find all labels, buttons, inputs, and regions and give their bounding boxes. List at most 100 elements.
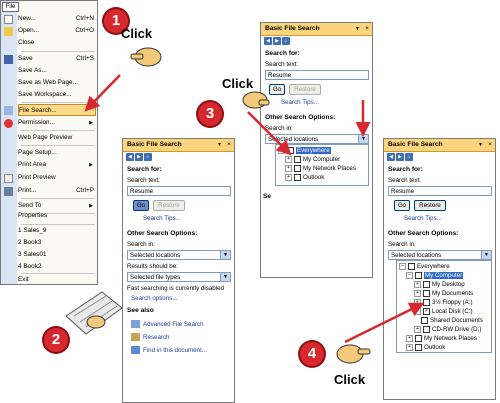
tree-item-cd-drive[interactable]: +CD-RW Drive (D:) bbox=[414, 325, 481, 334]
chevron-down-icon[interactable]: ▼ bbox=[220, 273, 230, 281]
menu-item-save-as-web[interactable]: Save as Web Page... bbox=[18, 79, 78, 86]
advanced-search-link[interactable]: Advanced File Search bbox=[143, 321, 204, 328]
tree-item-my-desktop[interactable]: +My Desktop bbox=[414, 280, 465, 289]
partial-see-also: Se bbox=[263, 193, 272, 200]
close-icon[interactable]: × bbox=[365, 25, 369, 32]
chevron-down-icon[interactable]: ▼ bbox=[220, 251, 230, 259]
find-icon bbox=[131, 346, 140, 354]
home-icon[interactable]: ⌂ bbox=[144, 153, 152, 161]
search-text-label: Search text: bbox=[127, 177, 161, 184]
menu-item-recent-2[interactable]: 2 Book3 bbox=[18, 239, 42, 246]
menu-item-recent-4[interactable]: 4 Book2 bbox=[18, 263, 42, 270]
tree-item-everywhere[interactable]: −Everywhere bbox=[399, 262, 450, 271]
tree-item-network-places[interactable]: +My Network Places bbox=[406, 334, 477, 343]
search-text-input[interactable]: Resume bbox=[265, 70, 369, 80]
chevron-down-icon[interactable]: ▼ bbox=[481, 251, 491, 259]
menu-item-new[interactable]: New...Ctrl+N bbox=[18, 15, 94, 22]
tree-item-my-documents[interactable]: +My Documents bbox=[414, 289, 473, 298]
search-text-input[interactable]: Resume bbox=[388, 186, 492, 196]
menu-item-permission[interactable]: Permission...▶ bbox=[18, 119, 93, 126]
restore-button[interactable]: Restore bbox=[289, 84, 321, 95]
other-options-heading: Other Search Options: bbox=[388, 230, 459, 237]
search-text-label: Search text: bbox=[388, 177, 422, 184]
tree-item-my-computer[interactable]: +My Computer bbox=[285, 155, 340, 164]
menu-item-close[interactable]: Close bbox=[18, 39, 35, 46]
search-for-heading: Search for: bbox=[127, 166, 162, 173]
tree-item-shared-documents[interactable]: Shared Documents bbox=[421, 316, 483, 325]
tree-item-outlook[interactable]: +Outlook bbox=[285, 173, 324, 182]
step-badge-2: 2 bbox=[44, 328, 68, 352]
menu-item-file-search[interactable]: File Search... bbox=[18, 104, 96, 116]
restore-button[interactable]: Restore bbox=[414, 200, 446, 211]
chevron-down-icon[interactable]: ▼ bbox=[358, 135, 368, 143]
forward-icon[interactable]: ▶ bbox=[396, 153, 404, 161]
tree-item-network-places[interactable]: +My Network Places bbox=[285, 164, 356, 173]
go-button[interactable]: Go bbox=[133, 200, 149, 211]
restore-button[interactable]: Restore bbox=[153, 200, 185, 211]
menu-item-print[interactable]: Print...Ctrl+P bbox=[18, 187, 94, 194]
basic-file-search-panel-step4: Basic File Search▼× ◀▶⌂ Search for: Sear… bbox=[383, 138, 496, 400]
file-search-icon bbox=[4, 106, 13, 115]
pointing-hand-icon bbox=[336, 344, 371, 364]
step-badge-4: 4 bbox=[300, 342, 324, 366]
step-badge-1: 1 bbox=[104, 9, 128, 33]
basic-file-search-panel-step2: Basic File Search▼× ◀▶⌂ Search for: Sear… bbox=[122, 138, 235, 403]
search-options-link[interactable]: Search options... bbox=[131, 295, 178, 302]
other-options-heading: Other Search Options: bbox=[127, 230, 198, 237]
forward-icon[interactable]: ▶ bbox=[135, 153, 143, 161]
tree-item-my-computer[interactable]: −My Computer bbox=[406, 271, 464, 280]
go-button[interactable]: Go bbox=[269, 84, 285, 95]
research-link[interactable]: Research bbox=[143, 334, 170, 341]
keyboard-typing-icon bbox=[65, 291, 123, 335]
search-text-input[interactable]: Resume bbox=[127, 186, 231, 196]
arrow-step4 bbox=[344, 302, 425, 344]
go-button[interactable]: Go bbox=[394, 200, 410, 211]
pointing-hand-icon bbox=[130, 47, 162, 67]
menu-item-save-workspace[interactable]: Save Workspace... bbox=[18, 91, 72, 98]
forward-icon[interactable]: ▶ bbox=[273, 37, 281, 45]
home-icon[interactable]: ⌂ bbox=[282, 37, 290, 45]
search-for-heading: Search for: bbox=[388, 166, 423, 173]
permission-icon bbox=[4, 119, 13, 128]
save-disk-icon bbox=[4, 55, 13, 64]
menu-item-exit[interactable]: Exit bbox=[18, 276, 29, 283]
menu-item-send-to[interactable]: Send To▶ bbox=[18, 202, 93, 209]
file-menu-tag[interactable]: File bbox=[2, 2, 19, 12]
close-icon[interactable]: × bbox=[488, 141, 492, 148]
tree-item-outlook[interactable]: +Outlook bbox=[406, 343, 445, 352]
click-label-1: Click bbox=[121, 26, 153, 41]
menu-item-save-as[interactable]: Save As... bbox=[18, 67, 47, 74]
menu-item-open[interactable]: Open...Ctrl+O bbox=[18, 27, 94, 34]
printer-icon bbox=[4, 187, 13, 196]
home-icon[interactable]: ⌂ bbox=[405, 153, 413, 161]
menu-item-print-area[interactable]: Print Area▶ bbox=[18, 161, 93, 168]
pointing-hand-icon bbox=[242, 91, 270, 109]
search-text-label: Search text: bbox=[265, 61, 299, 68]
search-tips-link[interactable]: Search Tips... bbox=[404, 215, 442, 222]
menu-icon-gutter bbox=[1, 1, 17, 284]
search-in-select[interactable]: Selected locations▼ bbox=[388, 250, 492, 260]
menu-item-properties[interactable]: Properties bbox=[18, 212, 48, 219]
menu-item-web-preview[interactable]: Web Page Preview bbox=[18, 134, 73, 141]
search-tips-link[interactable]: Search Tips... bbox=[281, 99, 319, 106]
find-in-document-link[interactable]: Find in this document... bbox=[143, 347, 207, 354]
close-icon[interactable]: × bbox=[227, 141, 231, 148]
menu-item-print-preview[interactable]: Print Preview bbox=[18, 174, 56, 181]
search-for-heading: Search for: bbox=[265, 50, 300, 57]
file-menu: File New...Ctrl+N Open...Ctrl+O Close Sa… bbox=[0, 0, 98, 285]
back-icon[interactable]: ◀ bbox=[387, 153, 395, 161]
file-types-select[interactable]: Selected file types▼ bbox=[127, 272, 231, 282]
menu-item-recent-3[interactable]: 3 Sales01 bbox=[18, 251, 47, 258]
search-tips-link[interactable]: Search Tips... bbox=[143, 215, 181, 222]
search-in-select[interactable]: Selected locations▼ bbox=[127, 250, 231, 260]
panel-title: Basic File Search▼× bbox=[261, 23, 372, 36]
click-label-3: Click bbox=[222, 76, 254, 91]
print-preview-icon bbox=[4, 174, 13, 183]
menu-item-recent-1[interactable]: 1 Sales_9 bbox=[18, 227, 47, 234]
search-in-select[interactable]: Selected locations▼ bbox=[265, 134, 369, 144]
menu-item-page-setup[interactable]: Page Setup... bbox=[18, 149, 57, 156]
back-icon[interactable]: ◀ bbox=[264, 37, 272, 45]
back-icon[interactable]: ◀ bbox=[126, 153, 134, 161]
